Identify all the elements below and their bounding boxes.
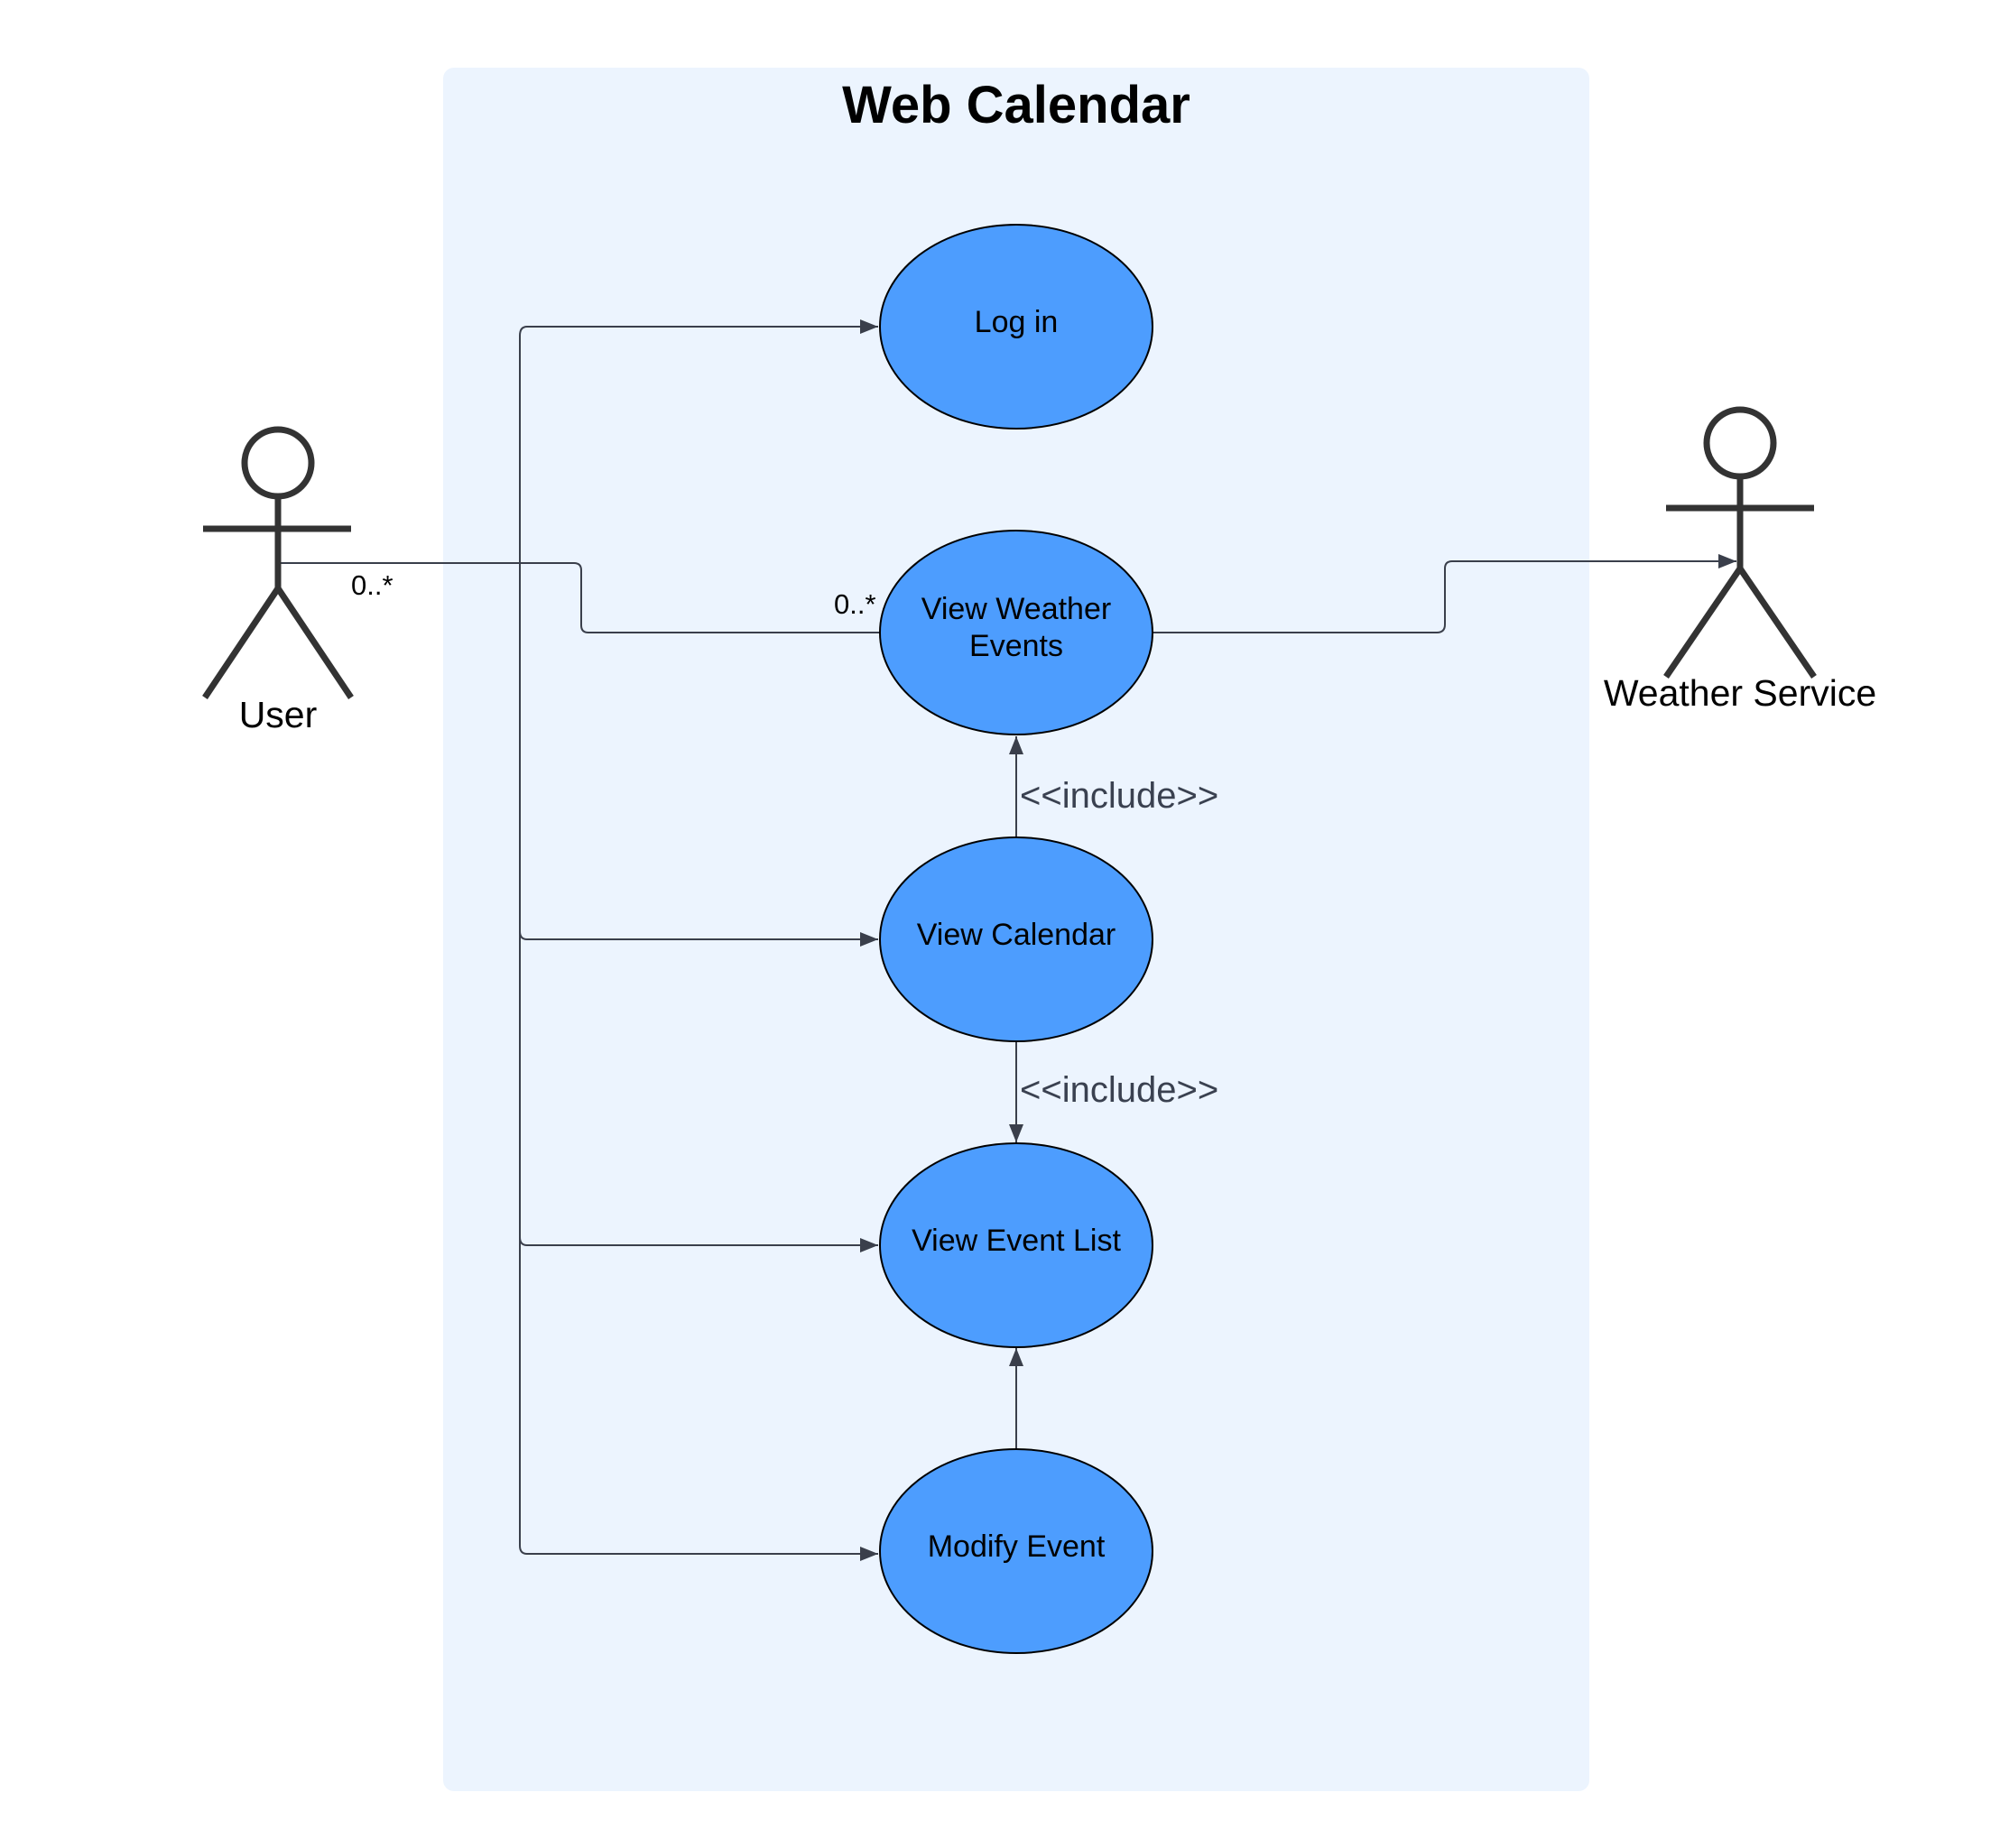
system-title: Web Calendar [842,76,1190,134]
association-user-view-calendar [519,930,878,947]
multiplicity-user-end: 0..* [351,569,393,601]
use-case-view-weather-events-label: View Weather [921,592,1111,626]
actor-user-label: User [239,694,318,735]
use-case-login[interactable]: Log in [879,224,1153,430]
use-case-view-event-list[interactable]: View Event List [879,1142,1153,1348]
multiplicity-use-case-end: 0..* [834,588,876,620]
actor-user-left-leg [202,587,281,699]
actor-weather-service-label: Weather Service [1604,672,1876,714]
actor-user-head [241,426,315,500]
actor-user-right-leg [275,587,354,699]
user-bus-line [519,326,878,1561]
association-user-view-event-list [519,1236,878,1252]
use-case-modify-event[interactable]: Modify Event [879,1448,1153,1654]
actor-weather-service-left-leg [1663,567,1743,679]
actor-weather-service[interactable]: Weather Service [1604,406,1876,714]
use-case-view-weather-events[interactable]: View Weather Events [879,530,1153,735]
use-case-modify-event-label: Modify Event [928,1529,1106,1564]
association-weather-service [1153,554,1736,633]
use-case-view-weather-events-label-line2: Events [969,629,1063,663]
use-case-view-calendar[interactable]: View Calendar [879,836,1153,1042]
association-user-view-weather [278,562,880,633]
actor-weather-service-right-leg [1737,567,1817,679]
include-label-weather: <<include>> [1020,776,1218,816]
use-case-login-label: Log in [975,305,1059,339]
use-case-view-event-list-label: View Event List [912,1224,1121,1258]
actor-user[interactable]: User [202,426,354,735]
include-label-event-list: <<include>> [1020,1070,1218,1110]
use-case-view-calendar-label: View Calendar [917,918,1116,952]
actor-weather-service-head [1703,406,1777,480]
